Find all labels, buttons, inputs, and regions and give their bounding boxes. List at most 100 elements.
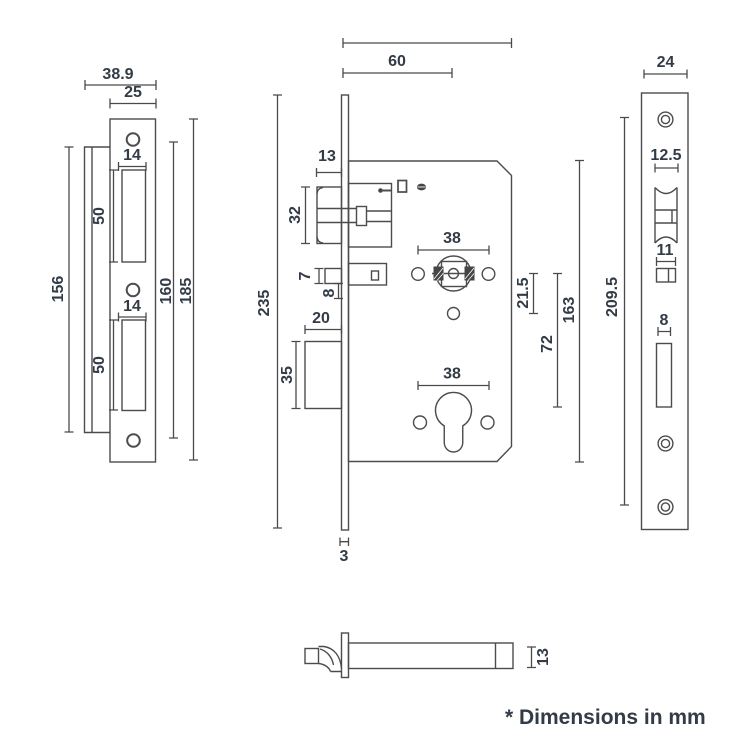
dim-label-top-hole-width: 14 — [123, 147, 141, 164]
latch-bolt-bevel — [316, 186, 324, 244]
dim-line-60 — [342, 68, 453, 78]
dim-line-top-unlabeled — [342, 38, 513, 48]
footnote-dimensions-note: * Dimensions in mm — [505, 706, 706, 729]
fixing-hole-left — [411, 267, 426, 282]
latch-side-view: 13 — [304, 632, 552, 679]
dim-label-aux-gap: 8 — [321, 288, 338, 297]
dim-label-bolt-height: 35 — [279, 366, 296, 384]
front-screw-mid-inner — [660, 438, 671, 449]
dim-line-14-mid — [117, 312, 147, 322]
dim-label-face-width: 25 — [124, 84, 142, 101]
dim-label-hub-hole-span: 38 — [443, 230, 461, 247]
dim-label-inner-height: 160 — [158, 278, 175, 305]
dim-line-11 — [655, 257, 677, 266]
dim-label-faceplate-thickness: 3 — [340, 548, 349, 565]
dim-label-top-slot-height: 50 — [91, 207, 108, 225]
lock-body-view: 60 13 32 7 8 20 35 235 3 38 38 21.5 72 1… — [256, 38, 584, 565]
lock-case-outline — [347, 160, 513, 463]
dim-line-3 — [339, 537, 350, 546]
strike-plate-view: 38.9 25 14 50 14 50 156 160 185 — [50, 66, 198, 463]
dim-label-front-latch-width: 12.5 — [650, 147, 681, 164]
dim-line-7 — [314, 267, 324, 285]
hub-spring-left-hatch — [433, 267, 444, 281]
latch-tail — [366, 210, 392, 223]
fixing-hole-center — [446, 306, 461, 321]
dim-line-14-top — [117, 162, 147, 171]
strike-plate-lip — [83, 146, 110, 434]
dim-line-25 — [109, 98, 157, 109]
dim-label-lip-height: 156 — [50, 276, 67, 303]
dim-label-bottom-slot-height: 50 — [91, 356, 108, 374]
strike-screw-hole-top — [125, 132, 141, 147]
dim-label-latch-width: 13 — [318, 148, 336, 165]
dim-line-21-5 — [529, 272, 538, 315]
aux-housing — [347, 262, 388, 286]
latch-housing — [347, 182, 393, 248]
dim-line-38-hub — [417, 245, 490, 255]
deadbolt-slot-front — [655, 342, 673, 408]
dim-label-aux-height: 7 — [297, 271, 314, 280]
dim-label-hub-to-hole: 21.5 — [515, 277, 532, 308]
dim-line-209-5 — [620, 116, 629, 506]
dim-line-185 — [189, 118, 198, 461]
dim-label-overall-width: 38.9 — [102, 66, 133, 83]
front-screw-top-outer — [657, 111, 674, 128]
dim-label-front-height: 209.5 — [604, 277, 621, 317]
strike-plate-body — [109, 118, 157, 463]
strike-slot-bottom — [121, 319, 147, 412]
dim-label-centres-distance: 72 — [539, 335, 556, 353]
front-screw-top-inner — [660, 114, 671, 125]
latch-front-face — [654, 187, 678, 244]
faceplate-side — [340, 632, 350, 679]
dim-label-front-aux-width: 11 — [657, 242, 674, 259]
fixing-hole-right — [481, 267, 496, 282]
strike-slot-top — [121, 169, 147, 263]
dim-line-160 — [169, 141, 178, 439]
dim-line-163 — [575, 159, 584, 463]
hub-spring-right-hatch — [464, 267, 475, 281]
dim-line-35 — [291, 340, 301, 410]
faceplate-front-view: 24 12.5 11 8 209.5 — [604, 54, 689, 531]
dim-line-50-bottom — [109, 319, 118, 411]
dim-line-38-9 — [84, 80, 157, 90]
dim-line-156 — [64, 146, 74, 433]
dim-label-overall-height: 185 — [178, 278, 195, 305]
aux-inner-block — [370, 270, 380, 281]
faceplate-front-outline — [640, 92, 689, 531]
latch-bolt — [316, 186, 343, 245]
latch-mid-band — [317, 207, 357, 224]
dim-line-20 — [304, 325, 343, 334]
dim-label-body-height: 163 — [561, 297, 578, 324]
cylinder-fixing-hole-right — [480, 415, 495, 430]
dim-label-latch-height: 32 — [287, 206, 304, 224]
latch-tip-side — [304, 647, 320, 665]
aux-bolt — [324, 267, 343, 285]
dim-line-13 — [315, 168, 343, 177]
dim-line-8 — [334, 282, 343, 300]
dim-line-38-cyl — [417, 381, 490, 390]
dim-line-235 — [273, 94, 282, 529]
latch-tail-block — [355, 205, 368, 227]
front-screw-bottom-outer — [657, 498, 674, 516]
stop-pin-detail — [397, 179, 408, 193]
faceplate-strip — [340, 94, 350, 531]
strike-screw-hole-mid — [125, 282, 141, 298]
aux-front-face — [655, 267, 677, 283]
deadbolt — [304, 340, 343, 410]
front-screw-bottom-inner — [660, 502, 671, 512]
dim-label-mid-hole-width: 14 — [123, 298, 141, 315]
strike-screw-hole-bottom — [126, 433, 141, 448]
dim-line-12-5 — [654, 163, 679, 173]
dim-line-50-top — [109, 169, 118, 263]
dim-label-backset: 60 — [388, 53, 406, 70]
dim-label-front-width: 24 — [657, 54, 675, 71]
lock-case-side — [347, 642, 514, 670]
dim-label-cyl-hole-span: 38 — [443, 366, 461, 383]
dim-line-8-front — [657, 327, 672, 336]
dim-line-13-side — [527, 646, 536, 669]
latch-bevel-side — [318, 645, 343, 673]
dim-label-side-thickness: 13 — [535, 648, 552, 666]
cylinder-fixing-hole-left — [412, 415, 428, 430]
